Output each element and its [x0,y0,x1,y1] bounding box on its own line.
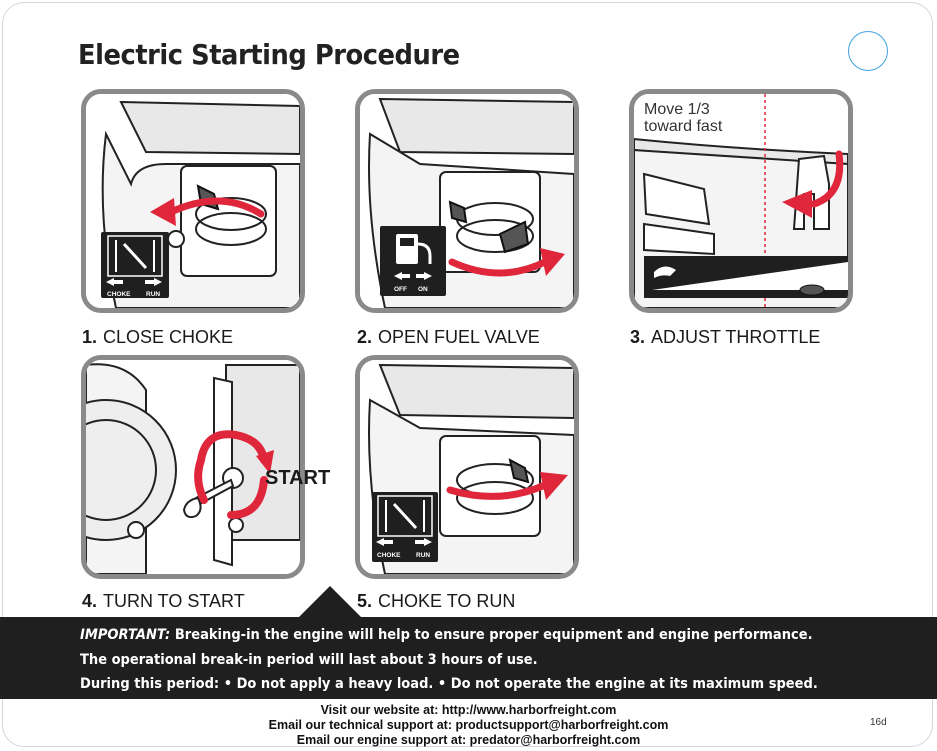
step-1-label: 1.CLOSE CHOKE [82,327,233,348]
turn-to-start-illustration [86,360,300,574]
step-3-text: ADJUST THROTTLE [651,327,821,347]
panel-turn-to-start [81,355,305,579]
important-bar [0,617,937,699]
throttle-note-line2: toward fast [644,118,723,135]
choke-to-run-illustration: CHOKE RUN [360,360,574,574]
panel-adjust-throttle: Move 1/3 toward fast [629,89,853,313]
panel-choke-to-run: CHOKE RUN [355,355,579,579]
close-choke-illustration: CHOKE RUN [86,94,300,308]
run-label-1: RUN [146,291,160,298]
off-label: OFF [394,286,407,293]
important-line-3: During this period: • Do not apply a hea… [80,676,818,692]
step-2-text: OPEN FUEL VALVE [378,327,540,347]
choke-label-2: CHOKE [377,552,401,559]
step-4-label: 4.TURN TO START [82,591,245,612]
corner-circle-mark [848,31,888,71]
page-title: Electric Starting Procedure [78,38,460,71]
throttle-note-line1: Move 1/3 [644,101,710,118]
start-label: START [265,467,331,489]
step-2-label: 2.OPEN FUEL VALVE [357,327,540,348]
step-2-number: 2. [357,327,373,347]
on-label: ON [418,286,428,293]
run-label-2: RUN [416,552,430,559]
step-1-number: 1. [82,327,98,347]
step-4-number: 4. [82,591,98,611]
choke-label-1: CHOKE [107,291,131,298]
adjust-throttle-illustration: Move 1/3 toward fast [634,94,848,308]
important-line-1: IMPORTANT: Breaking-in the engine will h… [80,627,813,643]
important-keyword: IMPORTANT: [80,627,171,643]
step-5-text: CHOKE TO RUN [378,591,516,611]
footer-website: Visit our website at: http://www.harborf… [320,703,617,717]
footer-tech-support: Email our technical support at: products… [268,718,669,732]
open-fuel-valve-illustration: OFF ON [360,94,574,308]
panel-close-choke: CHOKE RUN [81,89,305,313]
step-4-text: TURN TO START [103,591,245,611]
step-3-number: 3. [630,327,646,347]
important-line-2: The operational break-in period will las… [80,652,538,668]
footer-engine-support: Email our engine support at: predator@ha… [296,733,641,747]
page-number: 16d [870,717,887,728]
important-bar-notch [298,586,362,618]
important-text-1: Breaking-in the engine will help to ensu… [174,627,813,643]
step-5-label: 5.CHOKE TO RUN [357,591,515,612]
panel-open-fuel-valve: OFF ON [355,89,579,313]
step-1-text: CLOSE CHOKE [103,327,234,347]
step-3-label: 3.ADJUST THROTTLE [630,327,820,348]
